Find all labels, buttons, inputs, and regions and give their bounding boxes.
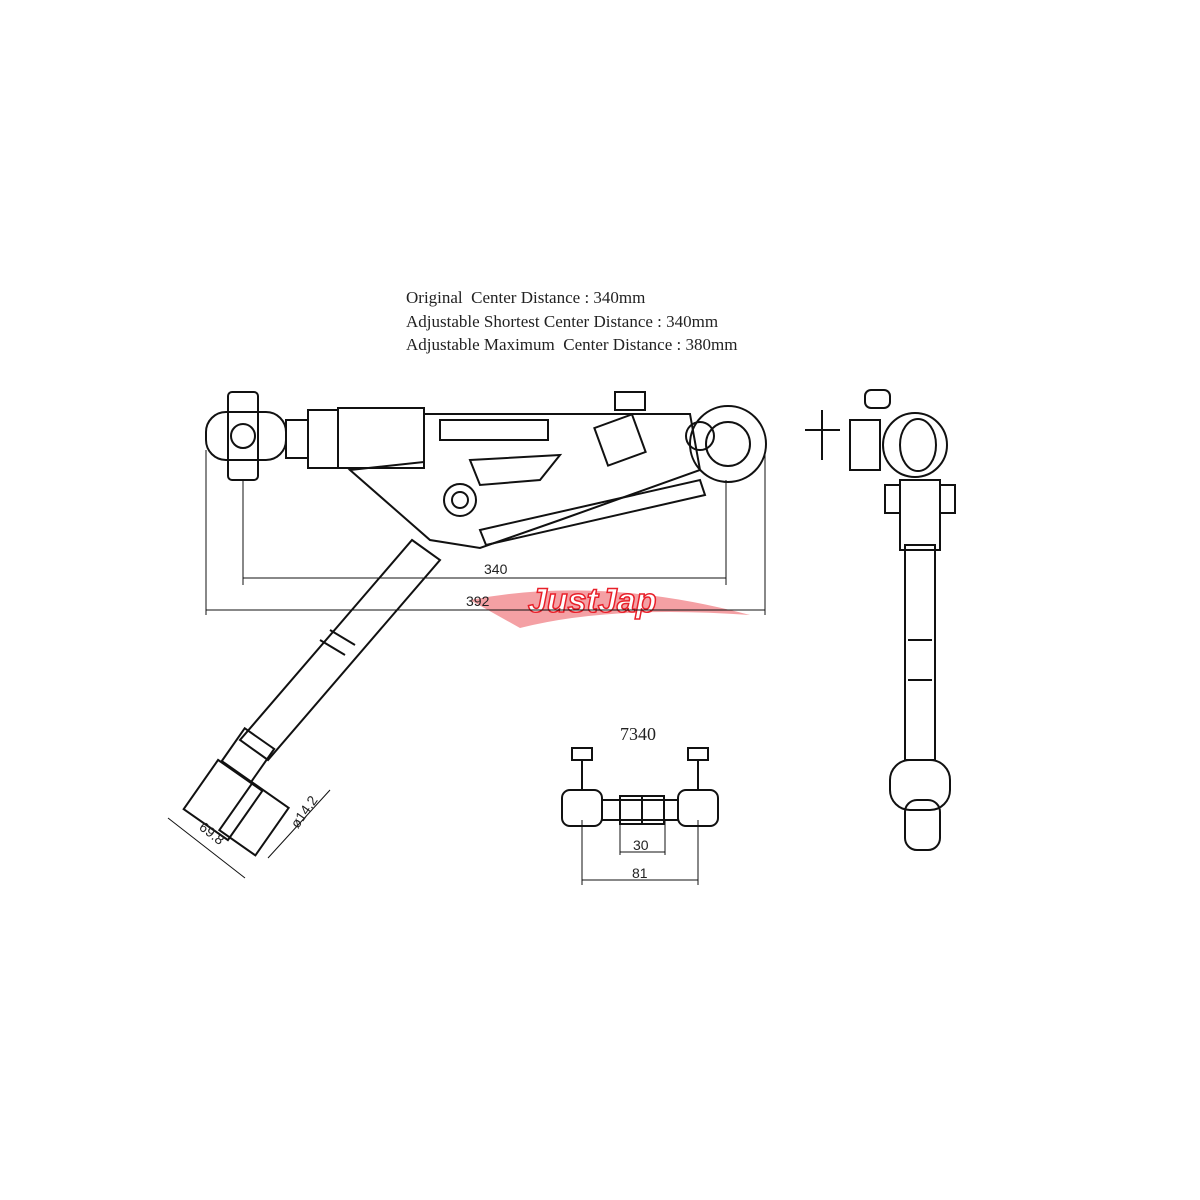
side-view-drawing (805, 389, 956, 851)
spec-maximum-center-distance: Adjustable Maximum Center Distance : 380… (406, 335, 738, 354)
adjuster-knob (614, 391, 646, 411)
watermark-text: JustJap (528, 582, 657, 620)
part-number: 7340 (620, 724, 656, 744)
arm-sleeve (337, 407, 425, 469)
arm-body (347, 413, 702, 550)
dim-link-adjust: 30 (633, 837, 649, 853)
dim-center-distance: 340 (484, 561, 508, 577)
diagonal-link (238, 538, 442, 762)
dim-link-length: 81 (632, 865, 648, 881)
left-rod-end (205, 411, 287, 461)
adjuster (593, 413, 647, 467)
dim-overall-length: 392 (466, 593, 490, 609)
pivot-bolt (443, 483, 477, 517)
right-ball-joint (689, 405, 767, 483)
left-bolt (227, 391, 259, 481)
justjap-watermark-logo: JustJap (470, 581, 750, 628)
spec-original-center-distance: Original Center Distance : 340mm (406, 288, 646, 307)
spec-shortest-center-distance: Adjustable Shortest Center Distance : 34… (406, 312, 719, 331)
main-arm-drawing (182, 391, 767, 857)
dim-rod-end-diameter: ø14.2 (287, 792, 321, 831)
lower-rod-end (182, 758, 264, 842)
stabilizer-link-drawing (561, 747, 719, 827)
lock-nut (307, 409, 339, 469)
dimension-lines (167, 450, 766, 885)
